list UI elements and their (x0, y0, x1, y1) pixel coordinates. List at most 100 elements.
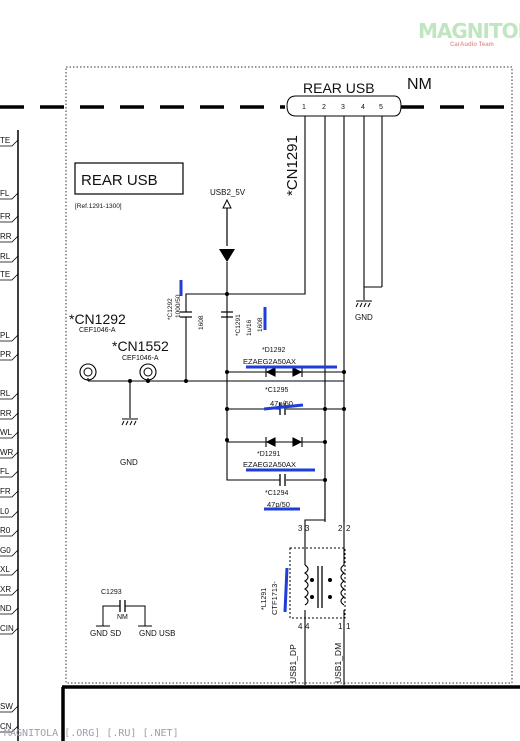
l1291-name: *L1291 (261, 588, 268, 610)
left-edge-label: ND (0, 604, 12, 613)
diode-d1291 (226, 437, 325, 447)
left-edge-tick (0, 392, 19, 400)
nm-label: NM (407, 76, 432, 93)
l1291-part: CTF1713- (270, 581, 279, 615)
left-edge-tick (0, 588, 19, 596)
left-edge-tick (0, 490, 19, 498)
c1293-name: C1293 (101, 589, 122, 596)
gnd-symbol-connector (355, 300, 372, 308)
cn1291-label: *CN1291 (284, 135, 301, 196)
left-edge-label: RL (0, 389, 11, 398)
left-edge-tick (0, 334, 19, 342)
c1292-size: 1608 (198, 315, 205, 330)
left-edge-tick (0, 255, 19, 263)
left-edge-label: WR (0, 448, 14, 457)
pin-2a: 2 (338, 524, 343, 533)
left-edge-tick (0, 510, 19, 518)
left-edge-label: FR (0, 487, 11, 496)
capacitor-c1293 (96, 600, 152, 627)
c1295-name: *C1295 (265, 387, 288, 394)
pin-1a: 1 (338, 622, 343, 631)
left-edge-label: SW (0, 702, 13, 711)
left-edge-tick (0, 607, 19, 615)
choke-pin-numbers: 3 3 2 2 4 4 1 1 (298, 524, 351, 631)
connector-pin-3: 3 (341, 104, 345, 111)
rca-jack-cn1552 (139, 363, 157, 381)
net-usb1-dm: USB1_DM (333, 643, 343, 683)
connector-wires (185, 116, 383, 522)
c1294-name: *C1294 (265, 490, 288, 497)
connector-pin-2: 2 (322, 104, 326, 111)
left-edge-tick (0, 627, 19, 635)
pin-4a: 4 (298, 622, 303, 631)
brand-logo: MAGNITOLA CarAudio Team (418, 19, 520, 48)
left-edge-label: XR (0, 585, 11, 594)
gnd-symbol-bus (121, 418, 138, 426)
c1291-size: 1608 (257, 317, 264, 332)
diode-d1292 (227, 367, 344, 377)
highlight-c1295 (263, 403, 304, 411)
c1291-value: 1u/16 (246, 319, 253, 336)
left-edge-label: G0 (0, 546, 11, 555)
left-edge-tick (0, 705, 19, 713)
power-net-label: USB2_5V (210, 188, 246, 197)
pin-1b: 1 (346, 622, 351, 631)
left-edge-tick (0, 529, 19, 537)
pin-3b: 3 (305, 524, 310, 533)
left-edge-tick (0, 725, 19, 733)
pin-3a: 3 (298, 524, 303, 533)
left-edge-tick (0, 451, 19, 459)
left-edge-label: FL (0, 467, 10, 476)
left-edge-label: CN (0, 722, 12, 731)
ground-bus (87, 378, 344, 418)
d1292-part: EZAEG2A50AX (243, 357, 296, 366)
logo-tagline: CarAudio Team (450, 42, 494, 48)
d1291-part: EZAEG2A50AX (243, 460, 296, 469)
left-edge-tick (0, 235, 19, 243)
left-edge-label: L0 (0, 507, 9, 516)
block-title: REAR USB (81, 172, 158, 189)
block-border (65, 66, 513, 684)
gnd-label-bus: GND (120, 458, 138, 467)
left-edge-tick (0, 470, 19, 478)
c1292-value: 1000/50 (175, 294, 182, 318)
title-box (74, 162, 184, 195)
gnd-label-connector: GND (355, 313, 373, 322)
left-edge-label: TE (0, 270, 10, 279)
left-edge-tick (0, 273, 19, 281)
left-edge-tick (0, 431, 19, 439)
left-edge-label: FL (0, 189, 10, 198)
d1292-name: *D1292 (262, 347, 285, 354)
left-edge-label: PL (0, 331, 10, 340)
net-usb1-dp: USB1_DP (288, 644, 298, 683)
c1292-name: *C1292 (167, 298, 174, 320)
pin-2b: 2 (346, 524, 351, 533)
left-edge-label: TE (0, 136, 10, 145)
left-edge-tick (0, 412, 19, 420)
left-edge-tick (0, 139, 19, 147)
c1293-value: NM (117, 614, 128, 621)
power-arrow (219, 198, 235, 440)
capacitor-c1294 (226, 442, 325, 486)
left-edge-label: RL (0, 252, 11, 261)
cn1552-part: CEF1046-A (122, 355, 159, 362)
capacitor-c1291 (221, 311, 233, 318)
pin-4b: 4 (305, 622, 310, 631)
left-edge-label: FR (0, 212, 11, 221)
left-edge-label: CIN (0, 624, 14, 633)
capacitor-c1292 (180, 311, 192, 381)
left-edge-label: RR (0, 409, 12, 418)
choke-l1291 (289, 547, 346, 619)
left-edge-tick (0, 549, 19, 557)
gnd-sd-label: GND SD (90, 629, 121, 638)
left-edge-label: R0 (0, 526, 11, 535)
left-edge-label: RR (0, 232, 12, 241)
connector-label: REAR USB (303, 80, 375, 96)
logo-brand: MAGNITOLA (418, 19, 520, 43)
left-edge-tick (0, 568, 19, 576)
c1295-value: 47p/50 (270, 399, 293, 408)
left-edge-tick (0, 353, 19, 361)
cn1552-name: *CN1552 (112, 338, 169, 354)
